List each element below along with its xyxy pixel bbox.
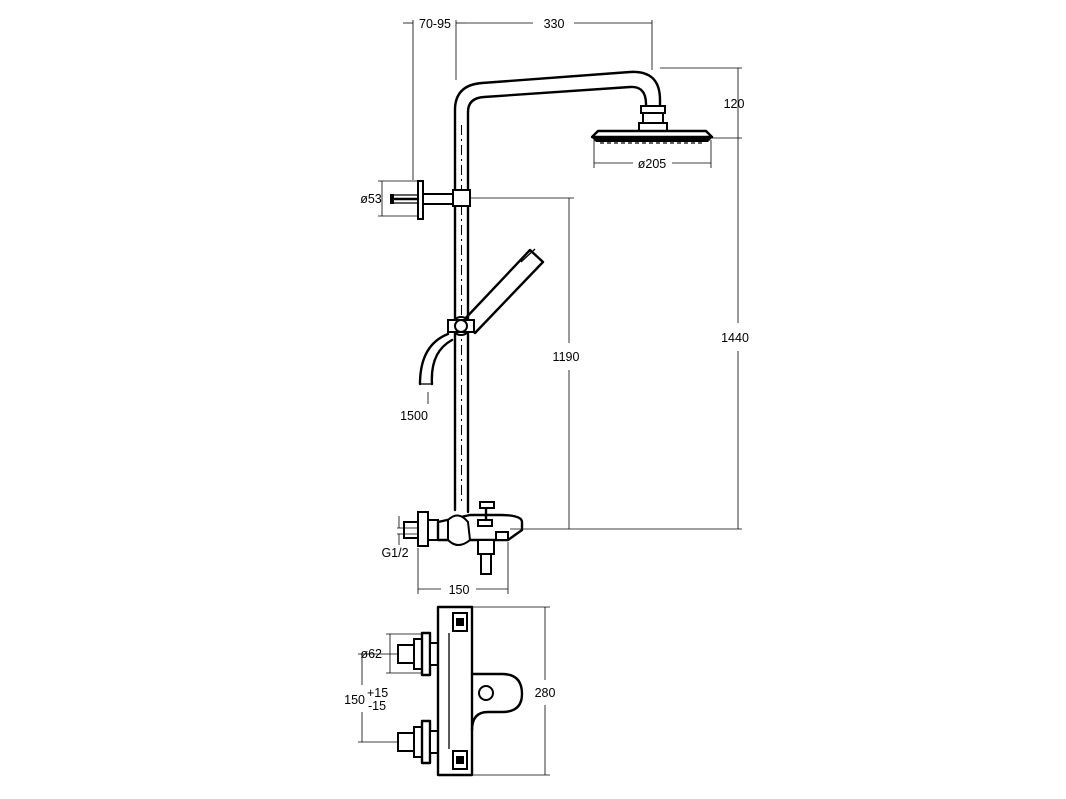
hand-shower (447, 248, 545, 336)
dim-head-height: 120 (660, 67, 745, 139)
shower-hose (418, 332, 454, 386)
dim-mixer-body-height: 280 (472, 606, 556, 776)
label-bracket-diameter: ø53 (360, 192, 382, 206)
label-mixer-projection: 150 (449, 583, 470, 597)
label-head-diameter: ø205 (638, 157, 667, 171)
dim-total-height: 1440 (721, 138, 749, 529)
dim-bracket-diameter: ø53 (360, 180, 418, 217)
shower-column-side-view: 70-95 330 120 ø205 ø5 (360, 17, 749, 597)
label-wall-offset: 70-95 (419, 17, 451, 31)
label-total-height: 1440 (721, 331, 749, 345)
bath-mixer-side (403, 501, 524, 575)
mixer-body (436, 605, 524, 777)
riser-pipe (453, 70, 662, 514)
dim-wall-offset: 70-95 (403, 17, 466, 180)
dim-mixer-projection: 150 (417, 542, 509, 597)
label-arm-length: 330 (544, 17, 565, 31)
upper-inlet (397, 631, 439, 677)
label-rail-height: 1190 (553, 350, 580, 364)
dim-head-diameter: ø205 (593, 140, 712, 171)
label-hose-length: 1500 (400, 409, 428, 423)
label-tolerance-minus: -15 (368, 699, 386, 713)
label-tolerance-plus: +15 (367, 686, 388, 700)
label-mixer-body-height: 280 (535, 686, 556, 700)
label-inlet-centers: 150 (344, 693, 365, 707)
dim-arm-length: 330 (466, 17, 653, 70)
label-head-height: 120 (724, 97, 745, 111)
lower-inlet (397, 719, 439, 765)
wall-bracket (390, 180, 471, 220)
dim-inlet-centers: 150 +15 -15 (344, 653, 398, 743)
bath-mixer-front-view: 280 ø62 150 +15 -15 (344, 605, 556, 777)
label-inlet-thread: G1/2 (381, 546, 408, 560)
dim-hose-length: 1500 (400, 392, 429, 423)
dim-rail-height: 1190 (470, 197, 742, 530)
rain-shower-head (590, 105, 714, 144)
dim-inlet-thread: G1/2 (381, 516, 418, 560)
